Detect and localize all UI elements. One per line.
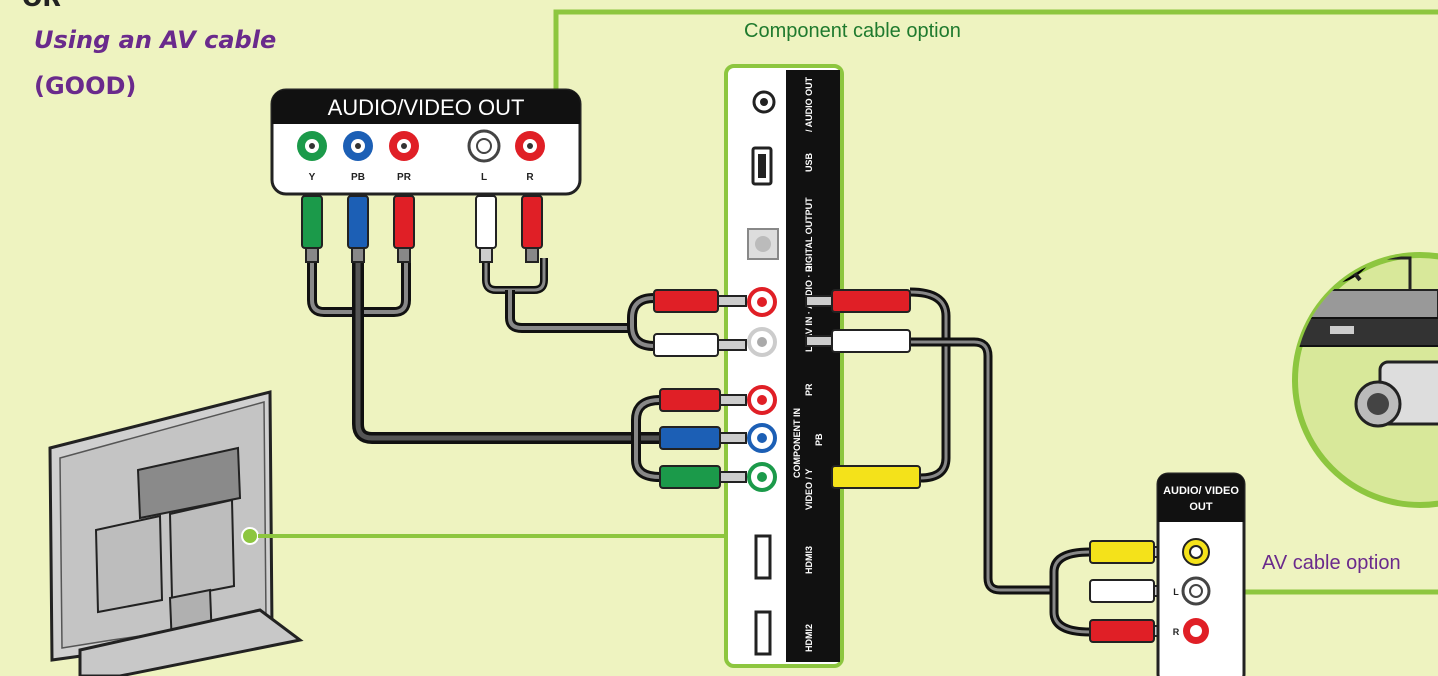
cable-box-icon: [1295, 289, 1438, 347]
component-option-frame: [553, 9, 1438, 92]
component-option-label: Component cable option: [744, 20, 961, 42]
tv-rear-illustration: [48, 390, 726, 676]
jack-label-y: Y: [309, 172, 316, 183]
source-devices-circle: [1292, 168, 1438, 508]
av-out-title: AUDIO/VIDEO OUT: [328, 95, 525, 120]
jack-label-pr: PR: [397, 172, 412, 183]
tv-connector-panel: / AUDIO OUT USB DIGITAL OUTPUT AV IN · A…: [724, 64, 844, 668]
panel-label-usb: USB: [804, 152, 814, 172]
panel-label-video-y: VIDEO / Y: [804, 469, 814, 510]
panel-label-digital-output: DIGITAL OUTPUT: [804, 197, 814, 272]
jack-label-r: R: [526, 172, 534, 183]
panel-label-hdmi2: HDMI2: [804, 624, 814, 652]
rating-heading: (GOOD): [34, 72, 137, 100]
dvd-player-icon: [1388, 168, 1438, 215]
panel-label-pb: PB: [814, 433, 824, 446]
device-jack-label-r: R: [1173, 627, 1180, 637]
panel-label-pr: PR: [804, 383, 814, 396]
device-jack-label-l: L: [1173, 587, 1179, 597]
jack-label-pb: PB: [351, 172, 365, 183]
source-plugs: [301, 195, 543, 263]
method-heading: Using an AV cable: [34, 26, 277, 54]
panel-label-l: L: [804, 346, 814, 352]
av-out-source-box: AUDIO/VIDEO OUT Y PB PR L R: [270, 88, 582, 196]
av-cable: [909, 287, 1091, 637]
component-cable: [307, 260, 661, 482]
panel-label-audio-out: / AUDIO OUT: [804, 76, 814, 132]
tv-input-plugs: [653, 289, 747, 489]
av-option-label: AV cable option: [1262, 552, 1401, 574]
camcorder-icon: [1354, 360, 1438, 428]
or-heading: OR: [22, 0, 61, 12]
device-box-title-1: AUDIO/ VIDEO: [1163, 485, 1239, 497]
device-box-title-2: OUT: [1189, 501, 1213, 513]
panel-label-hdmi3: HDMI3: [804, 546, 814, 574]
jack-label-l: L: [481, 172, 487, 183]
panel-label-component-in: COMPONENT IN: [792, 408, 802, 478]
audio-cable: [482, 258, 655, 351]
av-out-device-box: AUDIO/ VIDEO OUT L R: [1156, 472, 1246, 676]
